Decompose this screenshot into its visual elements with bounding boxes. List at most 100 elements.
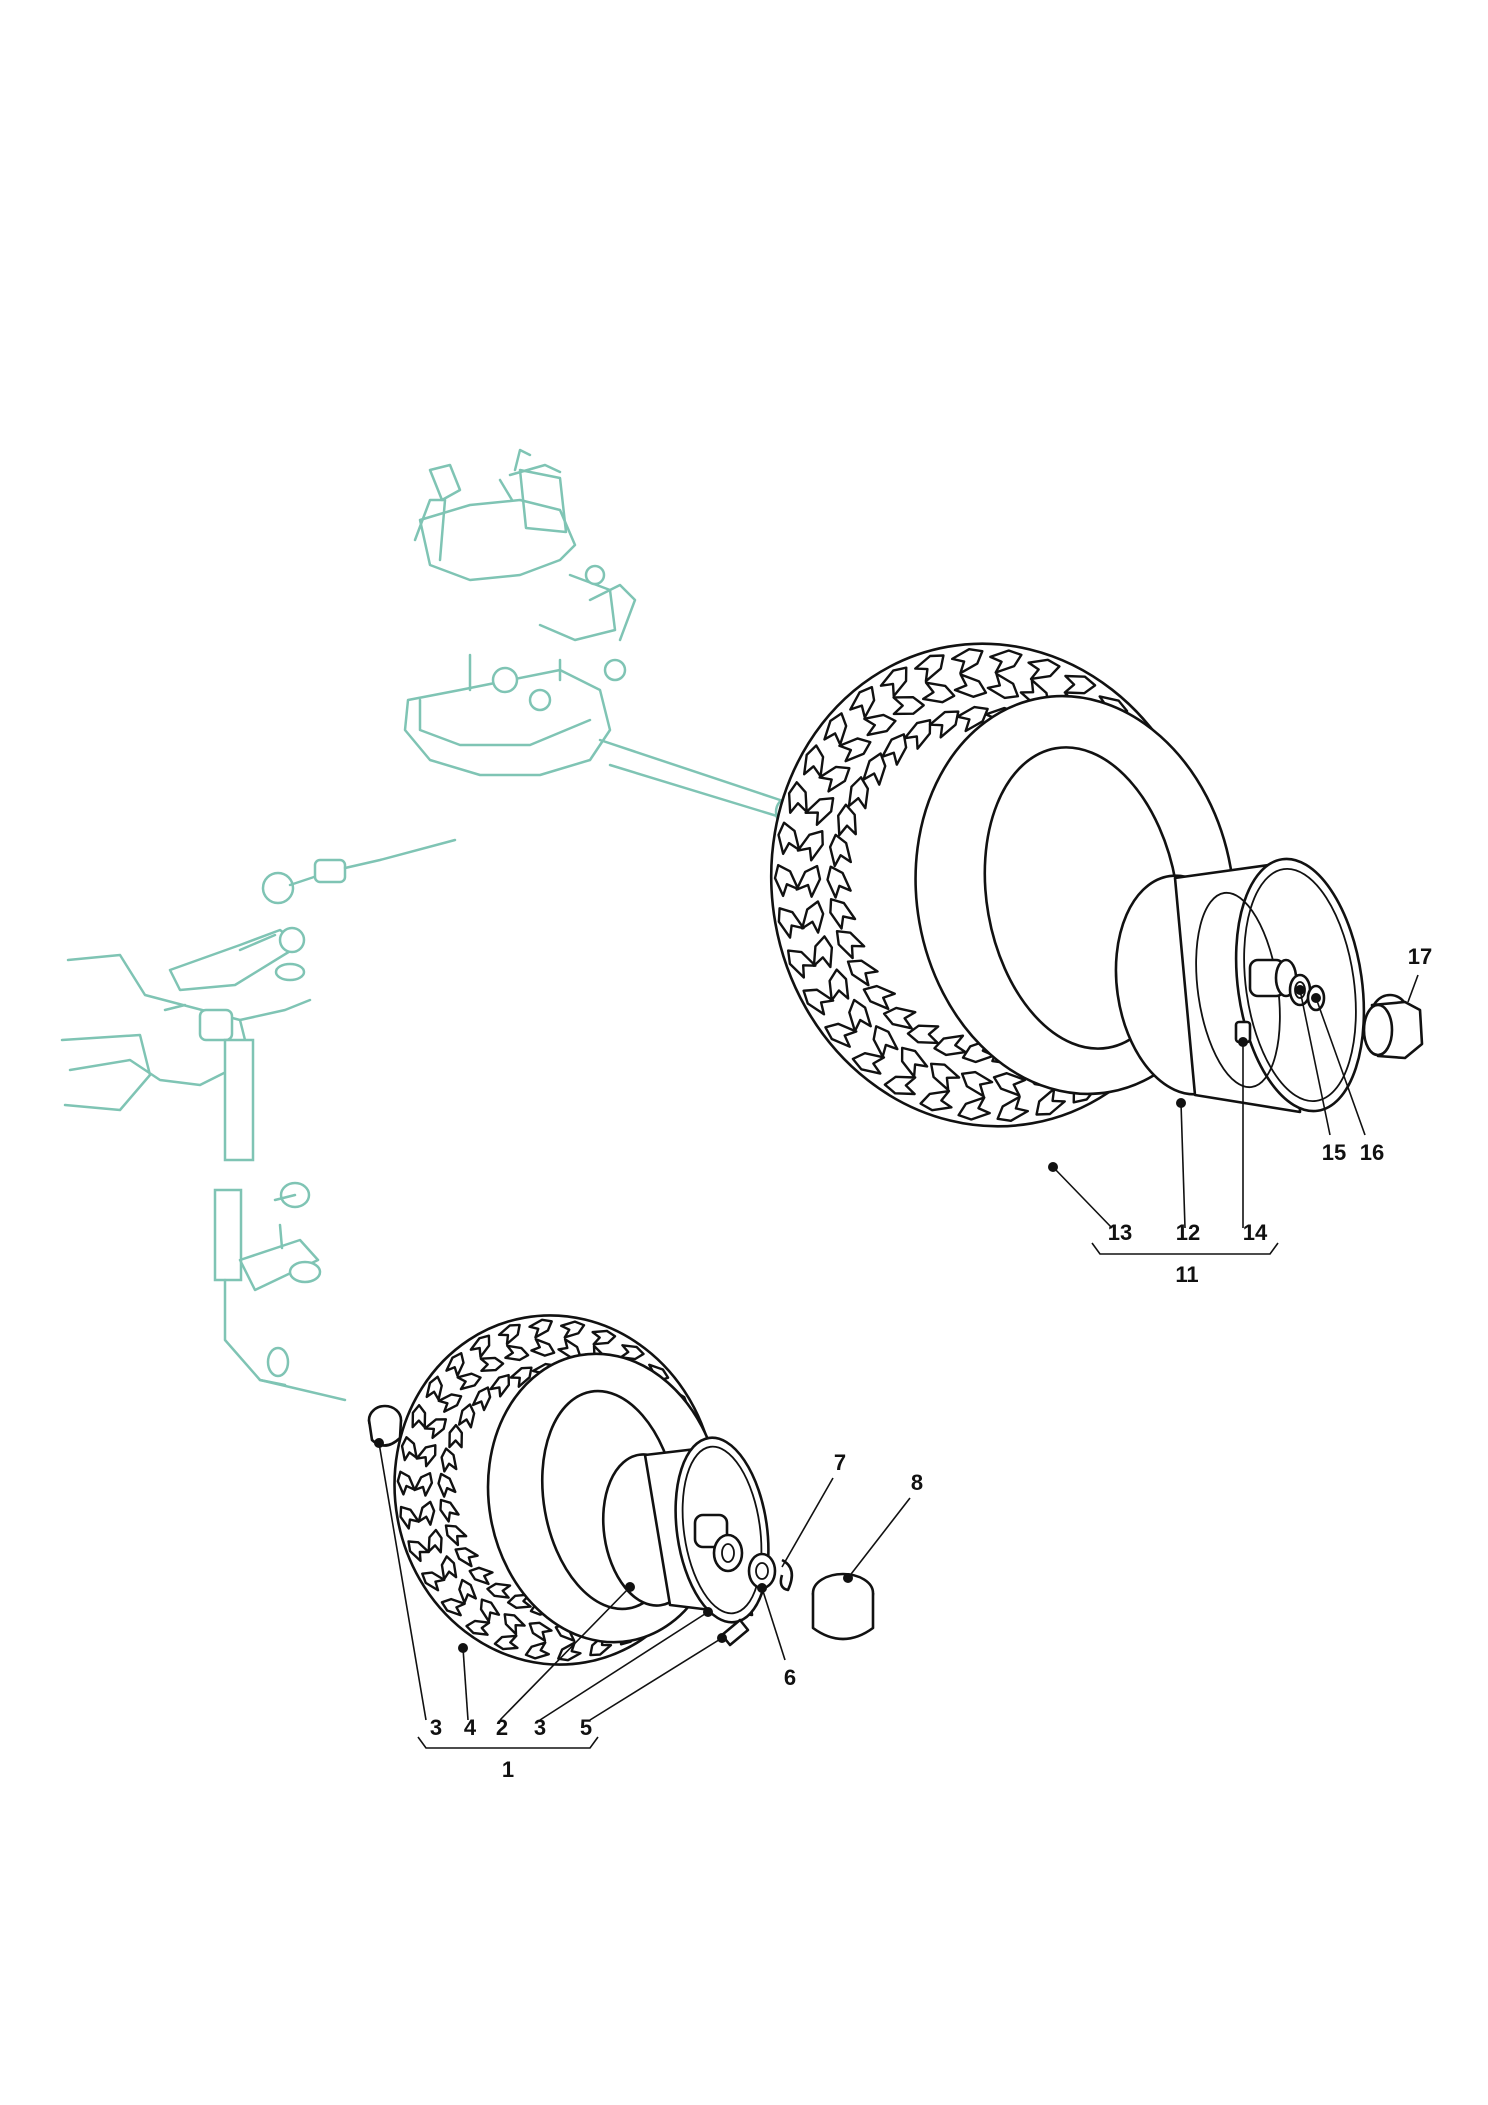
tread-lug: [411, 1404, 427, 1429]
tread-lug: [847, 776, 870, 810]
tread-lug: [863, 713, 897, 737]
tread-lug: [486, 1582, 512, 1599]
tread-lug: [957, 1096, 991, 1121]
tread-lug: [848, 998, 872, 1033]
callout-15: 15: [1322, 1140, 1346, 1165]
tread-lug: [1035, 1087, 1066, 1116]
tread-lug: [851, 1051, 886, 1075]
tread-lug: [589, 1634, 613, 1657]
tread-lug: [928, 710, 960, 739]
tread-lug: [1063, 674, 1097, 695]
callout-1-assembly: 1: [502, 1757, 514, 1782]
tread-lug: [528, 1621, 553, 1642]
tread-lug: [440, 1597, 466, 1617]
tread-lug: [530, 1338, 556, 1357]
front-wheel-callouts: 7 8 6 3 4 2 3 5 1: [430, 1450, 923, 1782]
tread-lug: [448, 1423, 464, 1449]
callout-17: 17: [1408, 944, 1432, 969]
tread-lug: [795, 864, 822, 898]
tread-lug: [953, 673, 988, 698]
tread-lug: [439, 1498, 460, 1523]
tread-lug: [454, 1547, 479, 1568]
front-assembly-bracket: [417, 1736, 599, 1749]
tread-lug: [828, 833, 852, 868]
rear-assembly-bracket: [1091, 1242, 1279, 1255]
tread-lug: [468, 1566, 494, 1586]
tread-lug: [489, 1373, 511, 1398]
tread-lug: [413, 1471, 434, 1497]
tread-lug: [881, 733, 908, 766]
callout-8: 8: [911, 1470, 923, 1495]
tread-lug: [444, 1524, 468, 1547]
tread-lug: [591, 1329, 617, 1346]
tread-lug: [456, 1372, 482, 1391]
tread-lug: [802, 744, 825, 778]
tread-lug: [396, 1470, 416, 1496]
tread-lug: [503, 1613, 526, 1636]
tread-lug: [862, 984, 896, 1011]
tread-lug: [804, 797, 835, 826]
tread-lug: [796, 829, 824, 862]
tread-lug: [399, 1505, 420, 1530]
tread-lug: [900, 1046, 929, 1078]
tread-lug: [883, 1075, 917, 1096]
tread-lug: [407, 1540, 430, 1563]
tread-lug: [906, 1024, 940, 1045]
rear-hub-parts: [1234, 958, 1424, 1060]
callout-2: 2: [496, 1715, 508, 1740]
callout-14: 14: [1243, 1220, 1268, 1245]
tread-lug: [777, 821, 801, 856]
tread-lug: [800, 900, 825, 934]
tread-lug: [787, 781, 808, 814]
tread-lug: [950, 648, 984, 675]
tread-lug: [479, 1598, 501, 1623]
tread-lug: [415, 1444, 437, 1468]
callout-3-right: 3: [534, 1715, 546, 1740]
tread-lug: [919, 1089, 953, 1112]
tread-lug: [823, 712, 848, 746]
tread-lug: [986, 672, 1020, 700]
tread-lug: [826, 865, 852, 899]
tread-lug: [773, 863, 800, 898]
tread-lug: [929, 1062, 961, 1092]
tread-lug: [829, 898, 857, 930]
transaxle-ghost: [403, 448, 802, 828]
tread-lug: [421, 1571, 446, 1592]
tread-lug: [1027, 658, 1061, 681]
tread-lug: [956, 705, 989, 733]
tread-lug: [440, 1555, 458, 1581]
leader-lines: [378, 974, 1419, 1721]
callout-3-left: 3: [430, 1715, 442, 1740]
tread-lug: [437, 1472, 457, 1498]
callout-4: 4: [464, 1715, 477, 1740]
tread-lug: [469, 1334, 491, 1359]
tread-lug: [818, 765, 851, 793]
tread-lug: [479, 1356, 505, 1373]
tread-lug: [506, 1593, 532, 1610]
tread-lug: [777, 907, 805, 939]
tread-lug: [960, 1070, 994, 1098]
tread-lug: [862, 752, 887, 786]
tread-lug: [992, 1072, 1027, 1097]
tread-lug: [560, 1320, 586, 1339]
tread-lug: [989, 649, 1023, 674]
callout-11-assembly: 11: [1175, 1262, 1198, 1287]
tread-lug: [493, 1634, 519, 1651]
tread-lug: [837, 803, 857, 837]
tread-lug: [457, 1403, 476, 1429]
tread-lug: [961, 1038, 996, 1064]
callout-16: 16: [1360, 1140, 1384, 1165]
tread-lug: [879, 666, 908, 698]
tread-lug: [471, 1386, 492, 1412]
tread-lug: [465, 1619, 491, 1636]
tread-lug: [838, 737, 872, 763]
tread-lug: [497, 1323, 521, 1346]
front-wheel-assembly: [367, 1314, 875, 1666]
tread-lug: [882, 1006, 917, 1030]
tread-lug: [828, 968, 850, 1002]
tread-lug: [423, 1418, 448, 1440]
tread-lug: [427, 1528, 443, 1554]
tread-lug: [437, 1393, 463, 1413]
callout-7: 7: [834, 1450, 846, 1475]
